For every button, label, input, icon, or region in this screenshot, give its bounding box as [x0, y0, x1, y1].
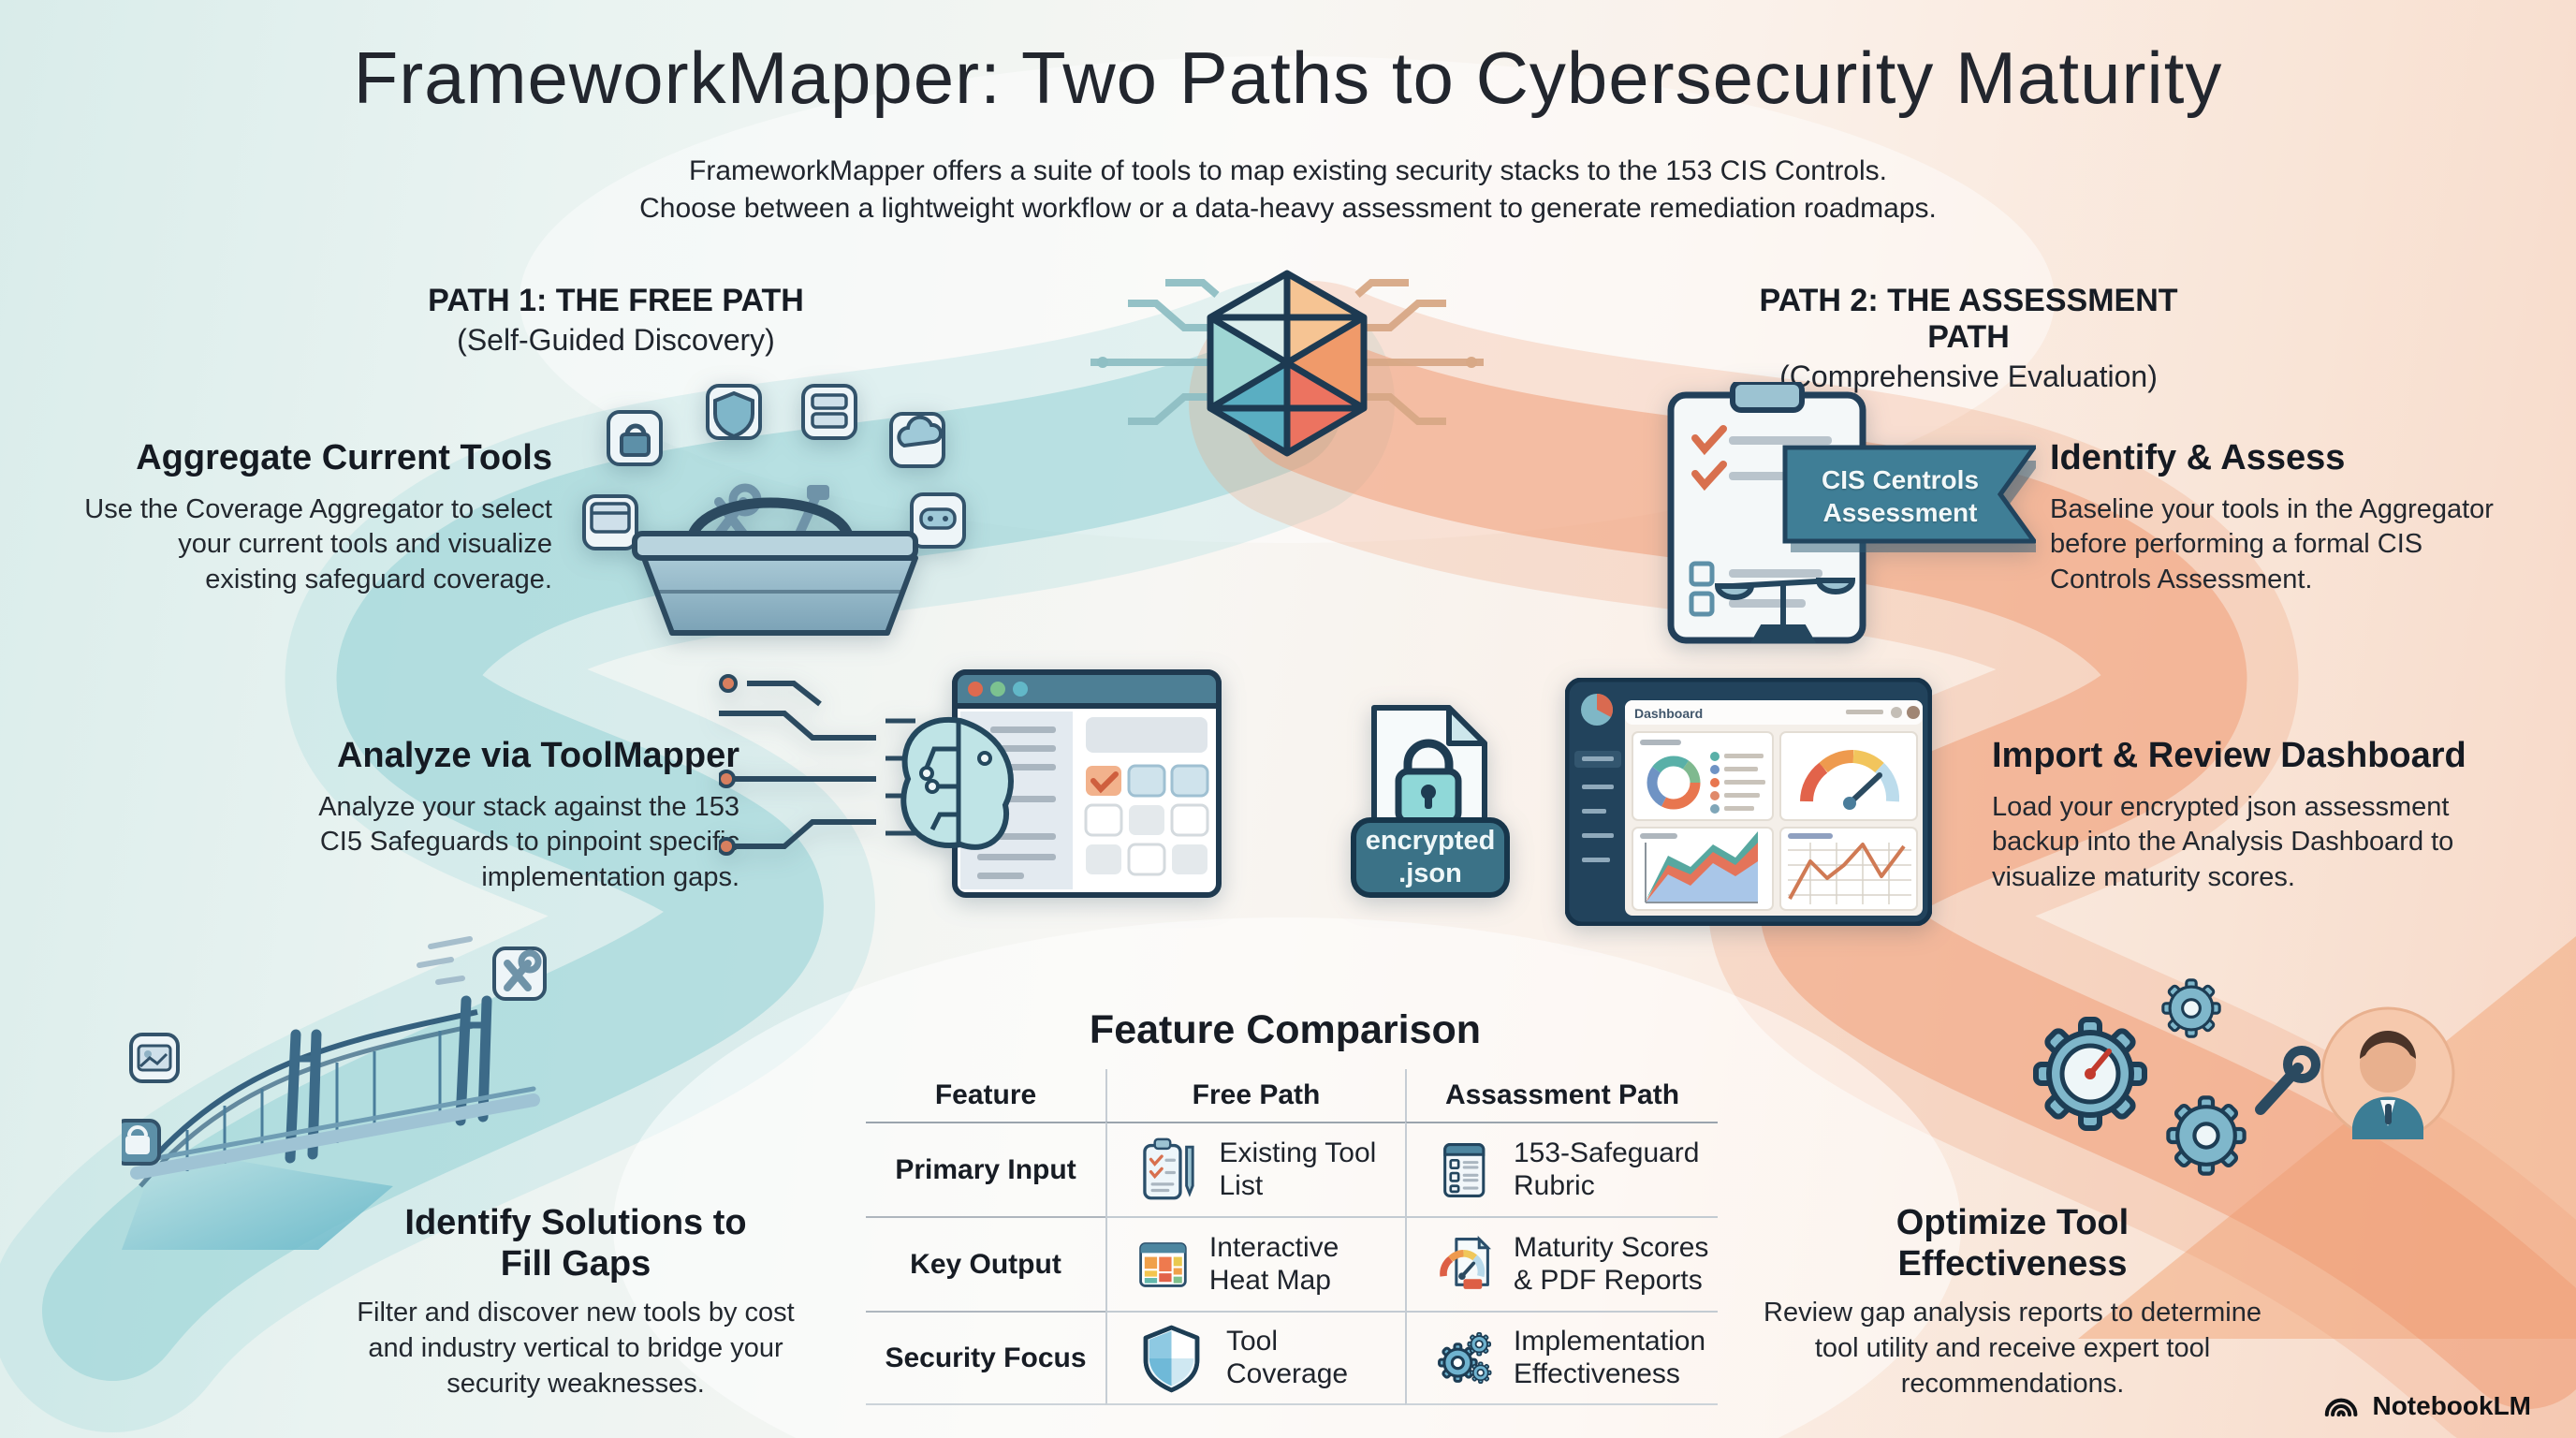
comparison-row3-free: Tool Coverage — [1105, 1311, 1405, 1405]
dashboard-window-icon — [1565, 678, 1932, 926]
comparison-row3-feature: Security Focus — [866, 1311, 1105, 1405]
comparison-col-assessment: Assassment Path — [1405, 1069, 1718, 1122]
free-step-aggregate: Aggregate Current Tools Use the Coverage… — [84, 438, 552, 598]
brain-circuit-icon — [719, 669, 1222, 898]
comparison-table: Feature Free Path Assassment Path Primar… — [866, 1069, 1718, 1405]
comparison-row3-assessment: Implementation Effectiveness — [1405, 1311, 1718, 1405]
comparison-row1-assessment-label: 153-Safeguard Rubric — [1514, 1137, 1700, 1201]
toolbox-icon — [582, 384, 966, 636]
free-step-analyze-description: Analyze your stack against the 153 CI5 S… — [318, 791, 739, 893]
encrypted-json-line1: encrypted — [1365, 826, 1496, 857]
comparison-row1-assessment: 153-Safeguard Rubric — [1405, 1122, 1718, 1216]
cis-assessment-banner: CIS Centrols Assessment — [1793, 451, 2008, 541]
comparison-col-feature: Feature — [934, 1079, 1037, 1110]
comparison-row2-free: Interactive Heat Map — [1105, 1216, 1405, 1311]
comparison-row3-free-label: Tool Coverage — [1226, 1326, 1349, 1389]
path2-title: PATH 2: THE ASSESSMENT PATH — [1759, 283, 2178, 355]
page-subtitle-line2: Choose between a lightweight workflow or… — [639, 193, 1937, 224]
dashboard-window-title: Dashboard — [1634, 706, 1704, 721]
encrypted-json-file-icon — [1351, 705, 1510, 898]
free-step-solutions: Identify Solutions to Fill Gaps Filter a… — [342, 1203, 810, 1401]
cis-banner-line2: Assessment — [1822, 498, 1978, 527]
comparison-row3-assessment-label: Implementation Effectiveness — [1514, 1326, 1706, 1389]
clipboard-checklist-icon — [1667, 382, 2036, 644]
encrypted-json-label: encrypted .json — [1354, 824, 1507, 891]
comparison-row2-feature: Key Output — [866, 1216, 1105, 1311]
rubric-notebook-icon — [1443, 1142, 1486, 1197]
assessment-step-import: Import & Review Dashboard Load your encr… — [1992, 736, 2479, 896]
free-step-solutions-description: Filter and discover new tools by cost an… — [357, 1298, 795, 1399]
path1-header: PATH 1: THE FREE PATH (Self-Guided Disco… — [382, 283, 850, 358]
free-step-solutions-title: Identify Solutions to Fill Gaps — [404, 1203, 747, 1284]
path2-subtitle: (Comprehensive Evaluation) — [1779, 360, 2158, 393]
clipboard-pen-icon — [1143, 1137, 1194, 1199]
comparison-title: Feature Comparison — [1089, 1007, 1482, 1052]
comparison-row2-free-label: Interactive Heat Map — [1208, 1232, 1339, 1296]
assessment-step-identify-title: Identify & Assess — [2050, 438, 2346, 477]
gears-and-consultant-graphic — [1980, 978, 2455, 1205]
hexagon-core-icon — [1090, 270, 1484, 457]
path2-header: PATH 2: THE ASSESSMENT PATH (Comprehensi… — [1734, 283, 2203, 394]
coverage-shield-icon — [1143, 1325, 1200, 1392]
notebooklm-swirl-icon — [2325, 1398, 2358, 1417]
encrypted-json-line2: .json — [1398, 858, 1462, 888]
path1-title: PATH 1: THE FREE PATH — [428, 283, 804, 318]
free-step-analyze-title: Analyze via ToolMapper — [336, 736, 739, 775]
free-step-aggregate-description: Use the Coverage Aggregator to select yo… — [84, 493, 552, 595]
free-step-aggregate-title: Aggregate Current Tools — [136, 438, 552, 477]
assessment-step-identify: Identify & Assess Baseline your tools in… — [2050, 438, 2509, 598]
comparison-row1-feature: Primary Input — [866, 1122, 1105, 1216]
notebooklm-brand: NotebookLM — [2321, 1389, 2531, 1423]
assessment-step-identify-description: Baseline your tools in the Aggregator be… — [2050, 493, 2494, 595]
comparison-row2-assessment-label: Maturity Scores & PDF Reports — [1514, 1232, 1709, 1296]
assessment-step-optimize-description: Review gap analysis reports to determine… — [1764, 1298, 2261, 1399]
comparison-col-free: Free Path — [1105, 1069, 1405, 1122]
cis-banner-line1: CIS Centrols — [1821, 465, 1980, 494]
gauge-report-icon — [1440, 1235, 1492, 1289]
page-subtitle-line1: FrameworkMapper offers a suite of tools … — [689, 155, 1887, 186]
heat-map-icon — [1139, 1241, 1187, 1287]
assessment-step-optimize: Optimize Tool Effectiveness Review gap a… — [1760, 1203, 2265, 1401]
mini-gears-icon — [1438, 1331, 1492, 1384]
comparison-row2-assessment: Maturity Scores & PDF Reports — [1405, 1216, 1718, 1311]
comparison-row1-free: Existing Tool List — [1105, 1122, 1405, 1216]
comparison-row1-free-label: Existing Tool List — [1219, 1137, 1377, 1201]
free-step-analyze: Analyze via ToolMapper Analyze your stac… — [318, 736, 739, 896]
notebooklm-brand-label: NotebookLM — [2372, 1391, 2531, 1420]
bridge-icon — [122, 936, 547, 1250]
page-title: FrameworkMapper: Two Paths to Cybersecur… — [353, 37, 2223, 119]
assessment-step-import-title: Import & Review Dashboard — [1992, 736, 2466, 775]
assessment-step-optimize-title: Optimize Tool Effectiveness — [1895, 1203, 2130, 1284]
assessment-step-import-description: Load your encrypted json assessment back… — [1992, 791, 2454, 893]
path1-subtitle: (Self-Guided Discovery) — [457, 323, 775, 357]
